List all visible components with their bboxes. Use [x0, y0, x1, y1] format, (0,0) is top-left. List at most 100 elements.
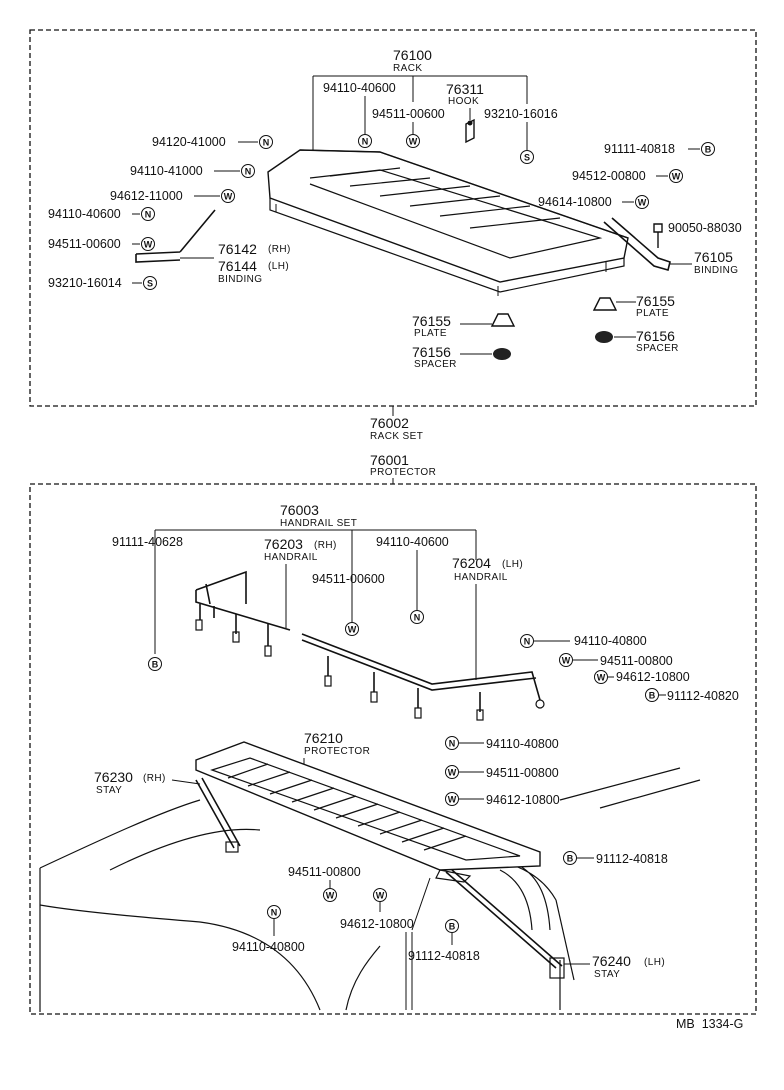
plate-b-part — [592, 297, 618, 311]
rear-binding-part — [603, 217, 671, 271]
handrail-rh-name: HANDRAIL — [264, 552, 318, 563]
side-binding-number-rh: 76142 — [218, 241, 257, 257]
handrail-lh-part — [301, 633, 545, 721]
screw-symbol-icon: S — [520, 150, 534, 164]
rack-set-name: RACK SET — [370, 431, 423, 442]
nut-symbol-icon: N — [358, 134, 372, 148]
svg-text:W: W — [326, 891, 335, 901]
handrail-fastener-3: 94511-00600 — [312, 572, 385, 586]
nut-symbol-icon: N — [241, 164, 255, 178]
rack-fastener-7: 94110-40600 — [48, 207, 121, 221]
nut-symbol-icon: N — [259, 135, 273, 149]
washer-symbol-icon: W — [141, 237, 155, 251]
handrail-fastener-4: 94110-40800 — [574, 634, 647, 648]
rack-fastener-1: 94110-40600 — [323, 81, 396, 95]
bolt-symbol-icon: B — [645, 688, 659, 702]
svg-text:W: W — [672, 172, 681, 182]
handrail-rh-part — [195, 570, 291, 657]
bolt-symbol-icon: B — [445, 919, 459, 933]
rack-set-number: 76002 — [370, 415, 409, 431]
washer-symbol-icon: W — [373, 888, 387, 902]
rack-fastener-8: 94511-00600 — [48, 237, 121, 251]
svg-text:N: N — [414, 613, 421, 623]
plate-a-name: PLATE — [414, 328, 447, 339]
bolt-symbol-icon: B — [701, 142, 715, 156]
svg-text:N: N — [145, 210, 152, 220]
rack-fastener-9: 93210-16014 — [48, 276, 122, 290]
rack-fastener-11: 94512-00800 — [572, 169, 646, 183]
handrail-set-number: 76003 — [280, 502, 319, 518]
washer-symbol-icon: W — [406, 134, 420, 148]
side-binding-name: BINDING — [218, 274, 262, 285]
protector-fastener-5: 94511-00800 — [288, 865, 361, 879]
svg-text:W: W — [597, 673, 606, 683]
handrail-bracket-line — [154, 529, 477, 654]
handrail-lh-side: (LH) — [502, 559, 523, 570]
stay-rh-part — [195, 777, 241, 853]
rear-bolt-part — [653, 223, 663, 248]
rack-fastener-2: 94511-00600 — [372, 107, 445, 121]
protector-fastener-1: 94110-40800 — [486, 737, 559, 751]
protector-fastener-4: 91112-40818 — [596, 852, 668, 866]
handrail-lh-name: HANDRAIL — [454, 572, 508, 583]
handrail-rh-number: 76203 — [264, 536, 303, 552]
side-binding-part — [135, 209, 216, 263]
plate-b-name: PLATE — [636, 308, 669, 319]
svg-text:W: W — [448, 768, 457, 778]
washer-symbol-icon: W — [635, 195, 649, 209]
plate-a-part — [490, 313, 516, 327]
rack-fastener-4: 94120-41000 — [152, 135, 226, 149]
protector-fastener-6: 94612-10800 — [340, 917, 414, 931]
protector-top-number: 76001 — [370, 452, 409, 468]
nut-symbol-icon: N — [520, 634, 534, 648]
svg-text:W: W — [638, 198, 647, 208]
svg-text:B: B — [152, 660, 159, 670]
protector-name: PROTECTOR — [304, 746, 370, 757]
washer-symbol-icon: W — [445, 765, 459, 779]
stay-lh-part — [435, 869, 565, 979]
protector-fastener-2: 94511-00800 — [486, 766, 559, 780]
washer-symbol-icon: W — [221, 189, 235, 203]
svg-text:B: B — [705, 145, 712, 155]
plate-a-number: 76155 — [412, 313, 451, 329]
handrail-fastener-6: 94612-10800 — [616, 670, 690, 684]
protector-fastener-8: 94110-40800 — [232, 940, 305, 954]
svg-text:S: S — [147, 279, 153, 289]
washer-symbol-icon: W — [559, 653, 573, 667]
svg-text:W: W — [224, 192, 233, 202]
spacer-a-part — [493, 348, 511, 360]
handrail-fastener-5: 94511-00800 — [600, 654, 673, 668]
svg-text:W: W — [376, 891, 385, 901]
svg-text:W: W — [409, 137, 418, 147]
svg-text:W: W — [562, 656, 571, 666]
spacer-b-number: 76156 — [636, 328, 675, 344]
hook-name: HOOK — [448, 96, 479, 107]
plate-b-number: 76155 — [636, 293, 675, 309]
svg-text:N: N — [271, 908, 278, 918]
spacer-a-number: 76156 — [412, 344, 451, 360]
svg-text:N: N — [524, 637, 531, 647]
protector-frame — [29, 483, 757, 1015]
svg-text:N: N — [263, 138, 270, 148]
protector-number: 76210 — [304, 730, 343, 746]
svg-text:N: N — [245, 167, 252, 177]
rack-name: RACK — [393, 63, 422, 74]
nut-symbol-icon: N — [410, 610, 424, 624]
svg-text:W: W — [448, 795, 457, 805]
bolt-symbol-icon: B — [563, 851, 577, 865]
handrail-rh-side: (RH) — [314, 540, 337, 551]
handrail-lh-number: 76204 — [452, 555, 491, 571]
svg-text:W: W — [348, 625, 357, 635]
svg-text:B: B — [567, 854, 574, 864]
page-code: MB 1334-G — [676, 1017, 743, 1031]
stay-rh-number: 76230 — [94, 769, 133, 785]
side-binding-rh: (RH) — [268, 244, 291, 255]
protector-fastener-7: 91112-40818 — [408, 949, 480, 963]
svg-text:B: B — [449, 922, 456, 932]
screw-symbol-icon: S — [143, 276, 157, 290]
spacer-b-name: SPACER — [636, 343, 679, 354]
rack-number: 76100 — [393, 47, 432, 63]
nut-symbol-icon: N — [445, 736, 459, 750]
stay-rh-name: STAY — [96, 785, 122, 796]
